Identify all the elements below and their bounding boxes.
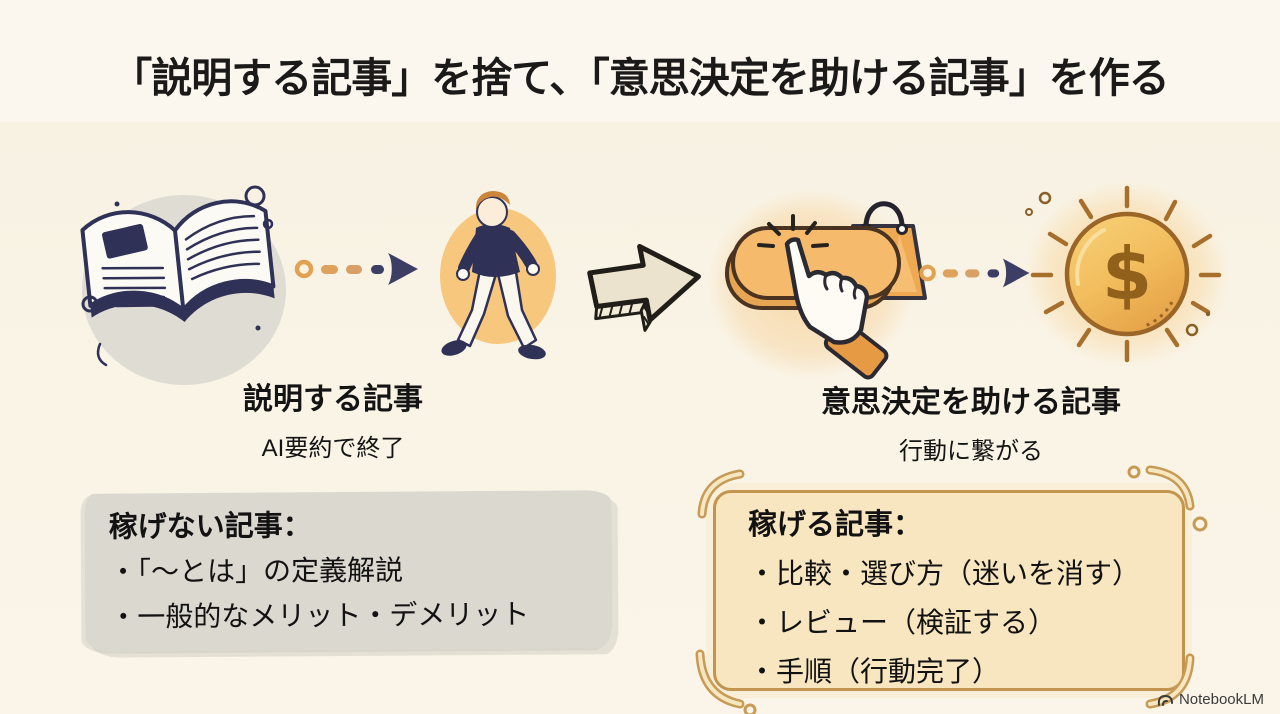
list-item: ・比較・選び方（迷いを消す）	[748, 558, 1141, 589]
dashed-arrow-right-icon	[919, 258, 1030, 288]
open-book-icon	[80, 185, 286, 385]
left-flow-sublabel: AI要約で終了	[261, 435, 405, 462]
non-earning-list: ・「〜とは」の定義解説 ・一般的なメリット・デメリット	[109, 546, 589, 639]
right-flow-label: 意思決定を助ける記事	[821, 386, 1121, 419]
earning-list: ・比較・選び方（迷いを消す） ・レビュー（検証する） ・手順（行動完了）	[748, 549, 1154, 696]
list-item: ・手順（行動完了）	[748, 656, 1001, 687]
list-item: ・レビュー（検証する）	[748, 607, 1057, 638]
click-burst-icon	[757, 214, 829, 248]
right-flow-caption: 意思決定を助ける記事 行動に繋がる	[771, 377, 1171, 466]
dollar-coin-icon: $	[1024, 181, 1230, 367]
non-earning-articles-box: 稼げない記事： ・「〜とは」の定義解説 ・一般的なメリット・デメリット	[84, 490, 613, 652]
notebooklm-watermark: NotebookLM	[1157, 691, 1264, 708]
walking-person-icon	[440, 191, 556, 360]
left-flow-label: 説明する記事	[243, 383, 423, 416]
click-button-illustration	[707, 189, 927, 380]
svg-text:$: $	[1102, 232, 1152, 316]
big-right-arrow-icon	[587, 243, 701, 332]
page-title: 「説明する記事」を捨て、「意思決定を助ける記事」を作る	[111, 55, 1169, 101]
left-flow-caption: 説明する記事 AI要約で終了	[133, 374, 533, 463]
notebooklm-logo-icon	[1157, 694, 1173, 706]
list-item: ・「〜とは」の定義解説	[108, 554, 404, 588]
watermark-label: NotebookLM	[1178, 691, 1264, 708]
dashed-arrow-left-icon	[294, 253, 418, 285]
pointing-hand-icon	[784, 237, 889, 380]
coin-rays	[1030, 185, 1222, 363]
earning-heading: 稼げる記事：	[748, 509, 923, 541]
list-item: ・一般的なメリット・デメリット	[109, 598, 530, 633]
earning-articles-box: 稼げる記事： ・比較・選び方（迷いを消す） ・レビュー（検証する） ・手順（行動…	[713, 490, 1185, 691]
right-flow-sublabel: 行動に繋がる	[899, 438, 1043, 465]
non-earning-heading: 稼げない記事：	[108, 510, 312, 544]
